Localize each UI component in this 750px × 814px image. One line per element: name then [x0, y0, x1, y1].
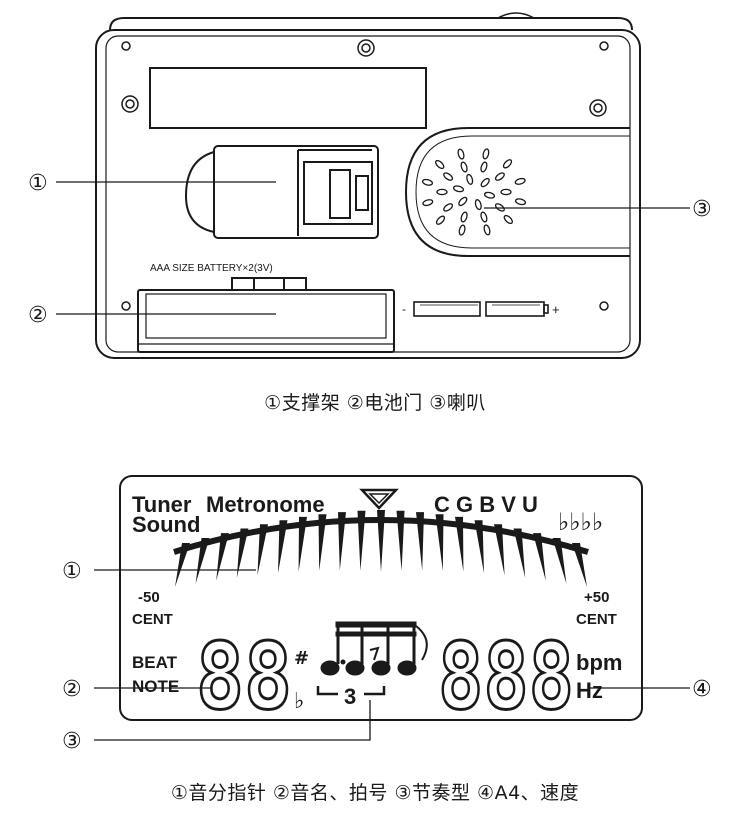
speaker-hole [452, 185, 465, 193]
stand [184, 145, 379, 239]
cent-needle [513, 528, 526, 578]
speaker-hole [435, 215, 446, 225]
lcd-callout-3: ③ [62, 729, 82, 754]
cent-needle [257, 524, 268, 576]
mode-metronome: Metronome [206, 492, 325, 517]
note-label: NOTE [132, 677, 179, 696]
modes-right: C G B V U [434, 492, 538, 517]
bpm-label: bpm [576, 650, 622, 675]
minus50-label: -50 [138, 589, 160, 606]
back-callout-1: ① [28, 171, 48, 196]
cent-needle [236, 528, 249, 578]
speaker [404, 127, 630, 257]
flats-indicator: ♭♭♭♭ [558, 508, 603, 536]
note-digits: 88 [196, 623, 292, 730]
battery-door [137, 277, 395, 353]
screw-holes [121, 39, 609, 311]
speaker-hole [436, 188, 448, 196]
speaker-hole [482, 148, 490, 160]
polarity-minus: - [402, 302, 406, 316]
cent-needle [533, 533, 546, 581]
battery-symbol [413, 301, 549, 317]
cent-needle [338, 512, 346, 571]
speaker-hole [480, 211, 488, 223]
back-callout-lines [56, 181, 690, 315]
speaker-hole [494, 203, 505, 212]
sharp-sign: # [294, 648, 309, 669]
cent-needle [416, 512, 424, 571]
cent-needle [494, 524, 505, 576]
cent-needle [572, 543, 587, 587]
speaker-hole [503, 214, 513, 225]
mode-tuner: Tuner [132, 492, 192, 517]
speaker-hole [443, 203, 454, 212]
cent-needle [318, 514, 327, 571]
battery-label: AAA SIZE BATTERY×2(3V) [150, 263, 273, 274]
speaker-hole [494, 172, 505, 181]
back-callout-2: ② [28, 303, 48, 328]
cent-needle [455, 516, 464, 572]
center-triangle-icon [359, 488, 399, 510]
speaker-hole [460, 161, 468, 173]
speaker-hole [502, 159, 513, 169]
speaker-hole [483, 224, 491, 236]
speaker-hole [474, 199, 482, 211]
speaker-hole [514, 177, 526, 185]
label-recess [149, 67, 427, 129]
speaker-hole [458, 196, 468, 207]
cent-needle [474, 520, 484, 574]
lcd-view-caption: ①音分指针 ②音名、拍号 ③节奏型 ④A4、速度 [170, 782, 580, 804]
cent-needle [175, 543, 190, 587]
cent-needle [552, 538, 567, 584]
speaker-hole [514, 198, 527, 206]
speaker-hole [483, 191, 496, 199]
speaker-hole [500, 188, 512, 196]
plus50-label: +50 [584, 589, 609, 606]
cent-needle [216, 533, 229, 581]
speaker-hole [421, 178, 434, 186]
speaker-hole [458, 224, 466, 236]
speaker-hole [457, 148, 465, 160]
rhythm-notes-icon [320, 621, 428, 676]
speaker-hole [422, 199, 434, 207]
speaker-hole [443, 172, 454, 181]
speaker-hole [480, 161, 488, 173]
hz-label: Hz [576, 678, 603, 703]
beat-label: BEAT [132, 653, 178, 672]
lcd-callout-2: ② [62, 677, 82, 702]
speaker-holes [421, 148, 527, 236]
cent-needle [396, 510, 405, 571]
triplet-bracket [316, 686, 386, 696]
cent-needles [175, 510, 587, 587]
back-callout-3: ③ [692, 197, 712, 222]
polarity-plus: + [552, 302, 560, 317]
speaker-hole [466, 173, 474, 185]
cent-needle [435, 514, 444, 571]
tempo-digits: 888 [438, 623, 574, 730]
speaker-hole [460, 211, 468, 223]
cent-needle [298, 516, 307, 572]
back-view-caption: ①支撑架 ②电池门 ③喇叭 [264, 392, 486, 414]
cent-label-right: CENT [576, 611, 617, 628]
mode-sound: Sound [132, 512, 200, 537]
cent-needle [278, 520, 288, 574]
triplet-number: 3 [344, 684, 356, 709]
lcd-callout-lines [94, 569, 690, 741]
flat-sign: ♭ [294, 689, 304, 714]
cent-label-left: CENT [132, 611, 173, 628]
speaker-hole [435, 159, 445, 170]
cent-needle [195, 538, 210, 584]
speaker-hole [480, 177, 490, 188]
lcd-callout-4: ④ [692, 677, 712, 702]
cent-needle [377, 510, 385, 572]
lcd-callout-1: ① [62, 559, 82, 584]
cent-needle [357, 510, 366, 571]
lcd-frame [119, 475, 643, 721]
